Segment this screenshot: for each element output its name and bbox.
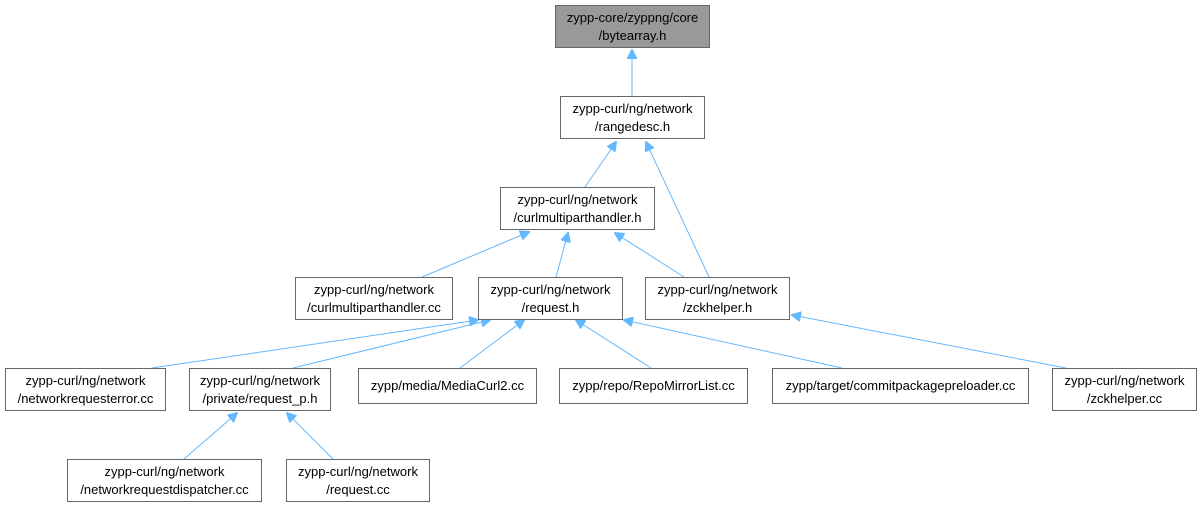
node-curlmultiparthandler-h[interactable]: zypp-curl/ng/network /curlmultiparthandl… (500, 187, 655, 230)
edge-zckhelper_h-to-rangedesc (646, 142, 710, 278)
node-label-line: zypp-curl/ng/network (490, 281, 611, 297)
edge-commitpackagepreloader-to-request_h (624, 320, 843, 369)
node-networkrequesterror-cc[interactable]: zypp-curl/ng/network /networkrequesterro… (5, 368, 166, 411)
node-label-line: zypp/repo/RepoMirrorList.cc (572, 378, 735, 393)
node-networkrequestdispatcher-cc[interactable]: zypp-curl/ng/network /networkrequestdisp… (67, 459, 262, 502)
node-label-line: zypp-curl/ng/network (104, 463, 225, 479)
node-label-line: /zckhelper.h (682, 299, 753, 315)
edge-networkrequestdispatcher-to-request_p (183, 413, 237, 460)
node-commitpackagepreloader-cc[interactable]: zypp/target/commitpackagepreloader.cc (772, 368, 1029, 404)
edge-request_cc-to-request_p (287, 413, 334, 460)
node-label-line: zypp-curl/ng/network (314, 281, 434, 297)
edge-zckhelper_h-to-curlmultiparthandler_h (615, 233, 685, 278)
node-label-line: zypp/target/commitpackagepreloader.cc (785, 378, 1016, 393)
edge-request_p-to-request_h (292, 320, 490, 369)
node-label-line: zypp-curl/ng/network (1064, 372, 1185, 388)
node-label-line: zypp-curl/ng/network (657, 281, 778, 297)
edge-zckhelper_cc-to-zckhelper_h (792, 315, 1067, 369)
node-label-line: zypp-curl/ng/network (200, 372, 320, 388)
node-label-line: zypp-curl/ng/network (25, 372, 146, 388)
node-rangedesc-h[interactable]: zypp-curl/ng/network /rangedesc.h (560, 96, 705, 139)
node-zckhelper-cc[interactable]: zypp-curl/ng/network /zckhelper.cc (1052, 368, 1197, 411)
edge-curlmultiparthandler_h-to-rangedesc (584, 142, 616, 188)
node-zckhelper-h[interactable]: zypp-curl/ng/network /zckhelper.h (645, 277, 790, 320)
node-label-line: /zckhelper.cc (1086, 390, 1163, 406)
node-label-line: /curlmultiparthandler.cc (307, 299, 441, 315)
node-label-line: /curlmultiparthandler.h (513, 209, 642, 225)
node-curlmultiparthandler-cc[interactable]: zypp-curl/ng/network /curlmultiparthandl… (295, 277, 453, 320)
edge-repomirrorlist-to-request_h (576, 320, 652, 369)
node-label-line: zypp-curl/ng/network (298, 463, 418, 479)
edge-request_h-to-curlmultiparthandler_h (555, 233, 568, 278)
node-label-line: /request.h (521, 299, 580, 315)
node-label-line: /rangedesc.h (594, 118, 671, 134)
node-request-h[interactable]: zypp-curl/ng/network /request.h (478, 277, 623, 320)
node-label-line: zypp-curl/ng/network (572, 100, 693, 116)
node-label-line: zypp/media/MediaCurl2.cc (370, 378, 525, 393)
node-label-line: /request.cc (326, 481, 390, 497)
node-label-line: /bytearray.h (598, 27, 667, 43)
node-label-line: zypp-curl/ng/network (517, 191, 638, 207)
node-repomirrorlist-cc[interactable]: zypp/repo/RepoMirrorList.cc (559, 368, 748, 404)
edge-mediacurl2-to-request_h (459, 320, 524, 369)
edge-networkrequesterror-to-request_h (151, 320, 478, 369)
node-label-line: /networkrequesterror.cc (17, 390, 154, 406)
node-label-line: /private/request_p.h (202, 390, 318, 406)
edge-curlmultiparthandler_cc-to-curlmultiparthandler_h (421, 232, 529, 278)
node-mediacurl2-cc[interactable]: zypp/media/MediaCurl2.cc (358, 368, 537, 404)
node-label-line: zypp-core/zyppng/core (566, 9, 699, 25)
node-request-cc[interactable]: zypp-curl/ng/network /request.cc (286, 459, 430, 502)
node-request-p-h[interactable]: zypp-curl/ng/network /private/request_p.… (189, 368, 331, 411)
node-bytearray-h[interactable]: zypp-core/zyppng/core /bytearray.h (555, 5, 710, 48)
node-label-line: /networkrequestdispatcher.cc (80, 481, 249, 497)
